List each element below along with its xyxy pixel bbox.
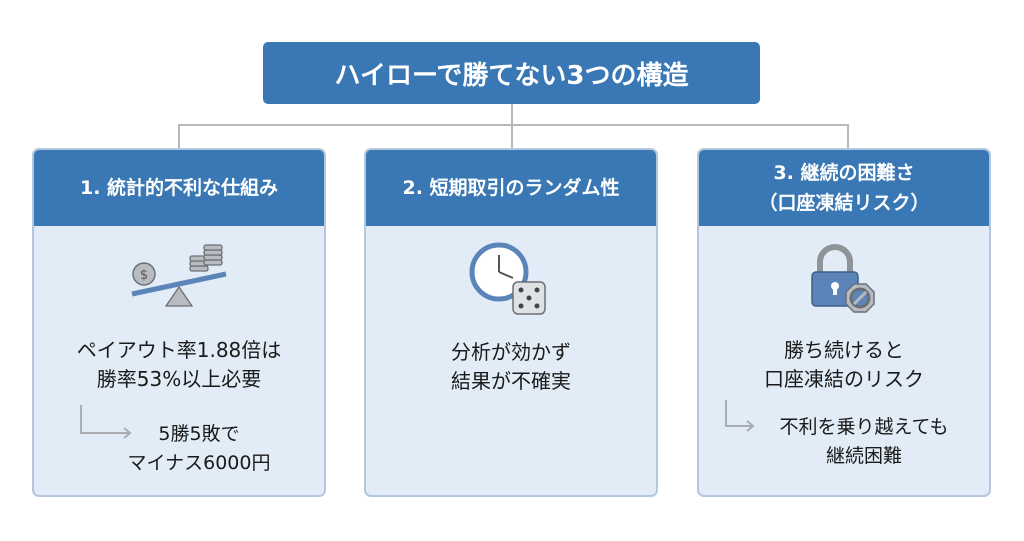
connector-horizontal [178, 124, 849, 126]
heading-line: （口座凍結リスク） [758, 192, 930, 214]
sub-line: マイナス6000円 [127, 452, 271, 474]
seesaw-coins-icon: $ [34, 242, 324, 312]
main-line: 分析が効かず [451, 340, 571, 364]
card-main-text: ペイアウト率1.88倍は 勝率53%以上必要 [34, 336, 324, 394]
connector-branch-2 [511, 124, 513, 148]
card-short-term-randomness: 2. 短期取引のランダム性 分析が効かず 結果が不確実 [364, 148, 658, 497]
main-line: ペイアウト率1.88倍は [76, 338, 282, 362]
card-heading: 1. 統計的不利な仕組み [34, 150, 324, 226]
sub-line: 5勝5敗で [158, 423, 240, 445]
card-main-text: 勝ち続けると 口座凍結のリスク [699, 336, 989, 394]
sub-line: 不利を乗り越えても [779, 416, 949, 438]
heading-line: 3. 継続の困難さ [773, 162, 915, 184]
card-heading: 2. 短期取引のランダム性 [366, 150, 656, 226]
card-sub-text: 不利を乗り越えても 継続困難 [749, 413, 979, 471]
arrow-icon [80, 405, 132, 439]
arrow-icon [725, 400, 755, 432]
sub-line: 継続困難 [825, 445, 902, 467]
svg-text:$: $ [140, 268, 148, 283]
card-sub-text: 5勝5敗で マイナス6000円 [104, 420, 294, 478]
connector-branch-1 [178, 124, 180, 148]
connector-branch-3 [847, 124, 849, 148]
card-continuation-difficulty: 3. 継続の困難さ （口座凍結リスク） 勝ち続けると 口座凍結のリスク 不利を乗… [697, 148, 991, 497]
lock-prohibited-icon [699, 242, 989, 313]
main-line: 勝ち続けると [784, 338, 904, 362]
card-heading: 3. 継続の困難さ （口座凍結リスク） [699, 150, 989, 226]
card-statistical-disadvantage: 1. 統計的不利な仕組み $ ペイアウト率1.88倍は 勝率53%以上必要 5勝… [32, 148, 326, 497]
connector-trunk [511, 104, 513, 126]
diagram-title: ハイローで勝てない3つの構造 [263, 42, 760, 104]
card-main-text: 分析が効かず 結果が不確実 [366, 338, 656, 396]
main-line: 口座凍結のリスク [764, 367, 924, 391]
clock-dice-icon [366, 242, 656, 315]
main-line: 結果が不確実 [451, 369, 571, 393]
main-line: 勝率53%以上必要 [96, 367, 262, 391]
